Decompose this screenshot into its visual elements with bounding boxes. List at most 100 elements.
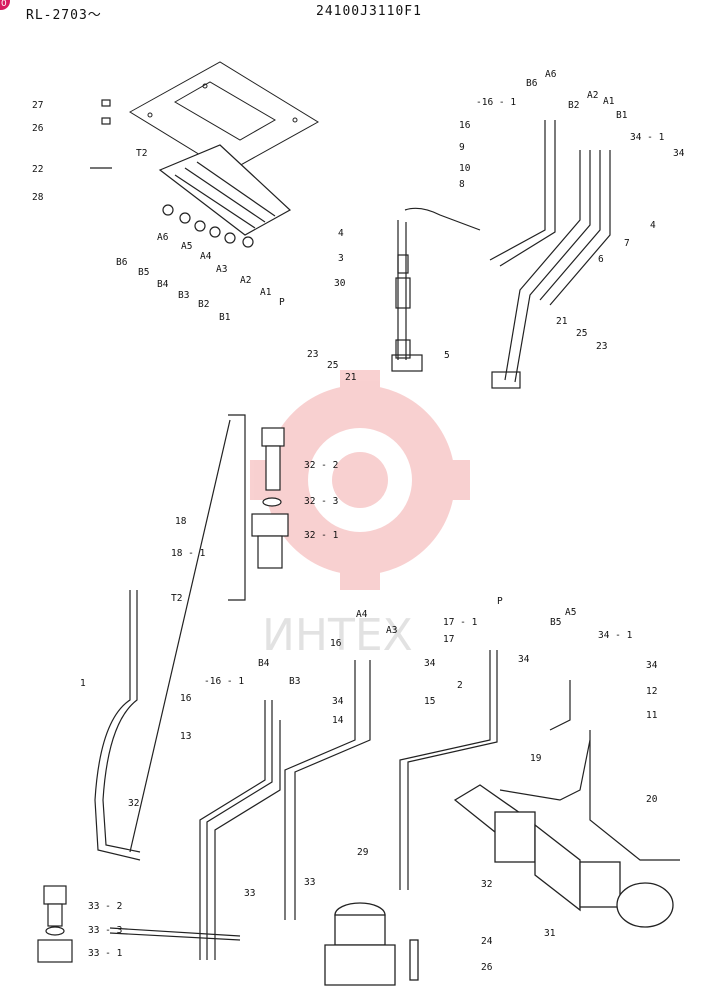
label-b4: B4: [258, 658, 270, 669]
label-33-3: 33 - 3: [88, 925, 122, 936]
label-26-bottom: 26: [481, 962, 493, 973]
label-16-center: 16: [330, 638, 342, 649]
label-p-top: P: [279, 297, 285, 308]
label-a5: A5: [565, 607, 576, 618]
label-33-2: 33 - 2: [88, 901, 122, 912]
label-23-right: 23: [596, 341, 607, 352]
label-34-center: 34: [424, 658, 436, 669]
detail-33-fitting: [37, 885, 241, 963]
label-32-2: 32 - 2: [304, 460, 338, 471]
lower-piping: [94, 590, 680, 960]
label-31: 31: [544, 928, 556, 939]
label-b1-top: B1: [219, 312, 231, 323]
label-18: 18: [175, 516, 187, 527]
label-a6-top: A6: [157, 232, 169, 243]
intech-watermark: ИНТЕХ: [250, 370, 470, 661]
label-t2-left: T2: [171, 593, 182, 604]
label-23-left: 23: [307, 349, 318, 360]
label-7: 7: [624, 238, 630, 249]
label-22: 22: [32, 164, 43, 175]
label-16-1-right: -16 - 1: [476, 97, 516, 108]
label-32-left: 32: [128, 798, 139, 809]
label-5: 5: [444, 350, 450, 361]
label-32-1: 32 - 1: [304, 530, 339, 541]
upper-right-piping: [391, 120, 611, 389]
label-b3-top: B3: [178, 290, 189, 301]
label-a4-top: A4: [200, 251, 212, 262]
label-10: 10: [459, 163, 471, 174]
label-16-right: 16: [459, 120, 471, 131]
label-19: 19: [530, 753, 542, 764]
label-26: 26: [32, 123, 44, 134]
label-17-1: 17 - 1: [443, 617, 478, 628]
label-16-1-center: -16 - 1: [204, 676, 244, 687]
label-25-left: 25: [327, 360, 338, 371]
label-11: 11: [646, 710, 658, 721]
label-b2-top: B2: [198, 299, 209, 310]
drawing-series-code: RL-2703〜: [26, 8, 102, 23]
label-33-1: 33 - 1: [88, 948, 123, 959]
label-34-left: 34: [332, 696, 344, 707]
label-a4: A4: [356, 609, 368, 620]
label-t2-top: T2: [136, 148, 147, 159]
label-a5-top: A5: [181, 241, 192, 252]
label-34-1-right: 34 - 1: [630, 132, 665, 143]
hydraulic-motor: [453, 784, 674, 928]
label-b6-right: B6: [526, 78, 538, 89]
label-b2-right: B2: [568, 100, 579, 111]
label-29: 29: [357, 847, 369, 858]
drawing-part-number: 24100J3110F1: [316, 4, 422, 19]
label-6: 6: [598, 254, 604, 265]
label-32-3: 32 - 3: [304, 496, 338, 507]
swivel-joint: [324, 902, 419, 986]
label-16-left: 16: [180, 693, 192, 704]
label-33-right: 33: [304, 877, 315, 888]
label-a1-top: A1: [260, 287, 272, 298]
label-33-left: 33: [244, 888, 255, 899]
label-24: 24: [481, 936, 493, 947]
label-34-lower-right: 34: [646, 660, 658, 671]
label-34-lower-left: 34: [518, 654, 530, 665]
label-1: 1: [80, 678, 86, 689]
label-a3: A3: [386, 625, 397, 636]
label-25-right: 25: [576, 328, 587, 339]
label-20: 20: [646, 794, 658, 805]
label-13: 13: [180, 731, 191, 742]
callout-labels: 27 26 22 28 T2 A6 A5 A4 A3 A2 A1 B6 B5 B…: [32, 69, 685, 973]
label-p-center: P: [497, 596, 503, 607]
watermark-text: ИНТЕХ: [262, 610, 413, 661]
label-4-left: 4: [338, 228, 344, 239]
label-a3-top: A3: [216, 264, 227, 275]
label-17: 17: [443, 634, 454, 645]
label-34-right: 34: [673, 148, 685, 159]
label-18-1: 18 - 1: [171, 548, 206, 559]
label-9: 9: [459, 142, 465, 153]
label-b4-top: B4: [157, 279, 169, 290]
label-3: 3: [338, 253, 344, 264]
label-a6-right: A6: [545, 69, 557, 80]
label-a2-top: A2: [240, 275, 251, 286]
label-21-left: 21: [345, 372, 357, 383]
label-15: 15: [424, 696, 435, 707]
label-12: 12: [646, 686, 657, 697]
label-b5: B5: [550, 617, 561, 628]
label-b3: B3: [289, 676, 300, 687]
label-32-bottom: 32: [481, 879, 492, 890]
label-2: 2: [457, 680, 463, 691]
label-4-right: 4: [650, 220, 656, 231]
label-b6-top: B6: [116, 257, 128, 268]
label-b5-top: B5: [138, 267, 149, 278]
label-a2-right: A2: [587, 90, 598, 101]
label-8: 8: [459, 179, 465, 190]
label-21-right: 21: [556, 316, 568, 327]
label-28: 28: [32, 192, 44, 203]
corner-badge: 0: [0, 0, 10, 10]
label-30: 30: [334, 278, 346, 289]
control-valve-bank: [90, 99, 292, 248]
detail-32-assembly: [129, 414, 289, 853]
label-a1-right: A1: [603, 96, 615, 107]
label-34-1-lower: 34 - 1: [598, 630, 633, 641]
label-27: 27: [32, 100, 43, 111]
label-14: 14: [332, 715, 344, 726]
